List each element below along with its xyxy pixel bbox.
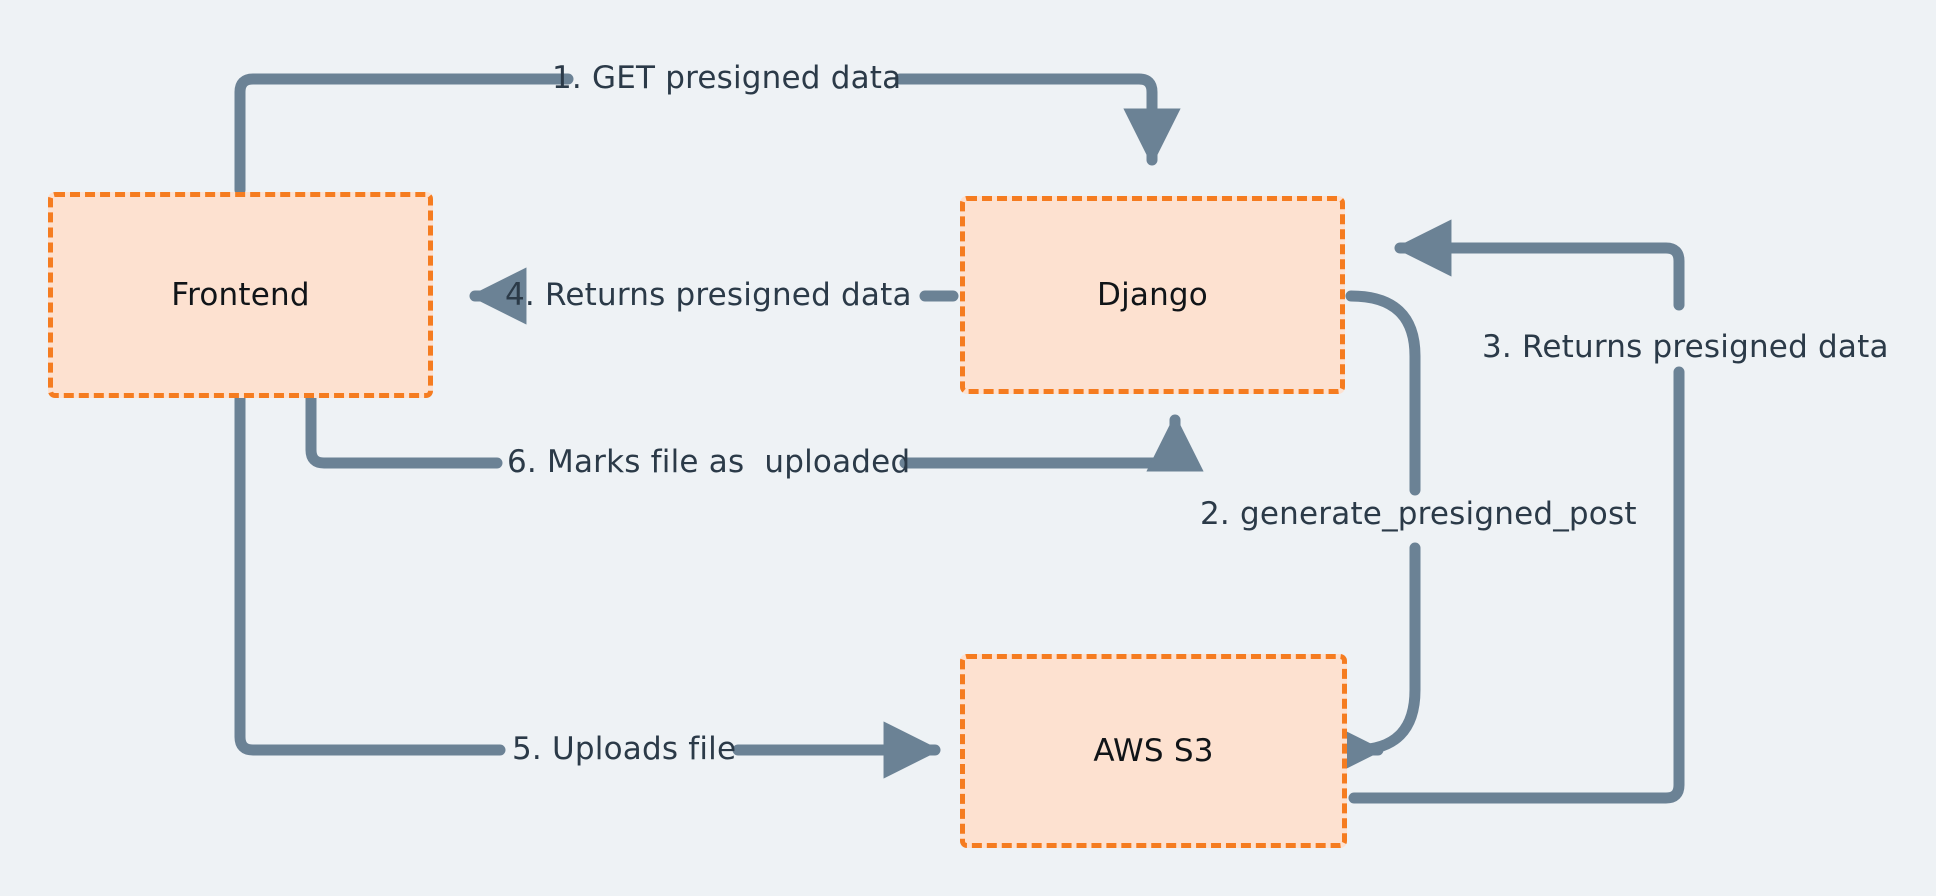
edge-step6 [305, 392, 1204, 472]
node-django-label: Django [1097, 277, 1208, 313]
edge-label-step6: 6. Marks file as uploaded [507, 444, 911, 480]
node-django[interactable]: Django [960, 196, 1345, 394]
edge-label-step3: 3. Returns presigned data [1482, 329, 1889, 365]
edge-step3 [1348, 219, 1685, 804]
node-aws-s3-label: AWS S3 [1093, 733, 1214, 769]
edge-label-step4: 4. Returns presigned data [505, 277, 912, 313]
edge-step5 [234, 392, 941, 779]
node-frontend[interactable]: Frontend [48, 192, 433, 398]
edge-label-step5: 5. Uploads file [512, 731, 737, 767]
edge-step1 [234, 73, 1181, 196]
edge-step2 [1326, 290, 1421, 779]
node-frontend-label: Frontend [171, 277, 310, 313]
node-aws-s3[interactable]: AWS S3 [960, 654, 1347, 848]
edge-label-step1: 1. GET presigned data [552, 60, 902, 96]
edge-label-step2: 2. generate_presigned_post [1200, 496, 1637, 532]
